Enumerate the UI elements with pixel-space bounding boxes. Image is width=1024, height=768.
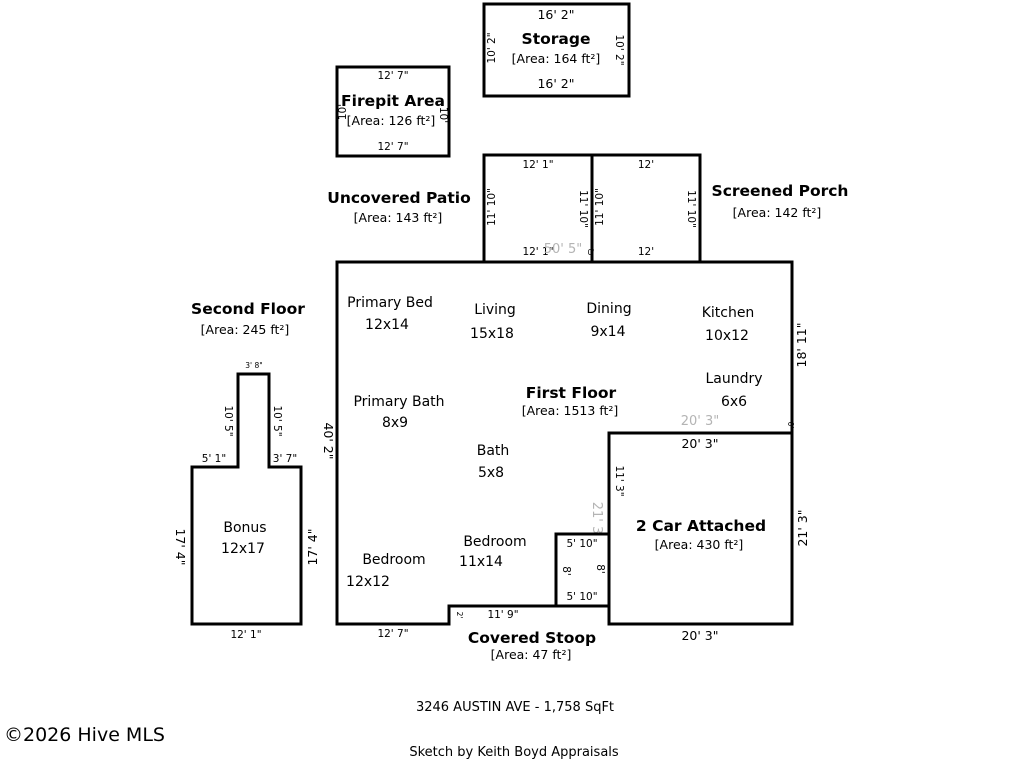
address-caption: 3246 AUSTIN AVE - 1,758 SqFt [416,700,614,715]
garage-dim-left: 11' 3" [613,465,625,496]
first-floor-name: First Floor [526,384,617,402]
patio-dim-right: 11' 10" [577,190,589,228]
second-floor-name: Second Floor [191,300,305,318]
storage-dim-bottom: 16' 2" [537,76,574,91]
stoop-area: [Area: 47 ft²] [491,647,572,662]
firepit-dim-top: 12' 7" [377,70,408,82]
second-floor-dim-bottom: 12' 1" [230,629,261,641]
room-kitchen-size: 10x12 [705,328,749,344]
room-living-label: Living [474,302,516,318]
first-floor-dim-tiny-c: 0' [588,248,595,257]
second-floor-dim-top: 3' 8" [245,361,262,370]
garage-area: [Area: 430 ft²] [655,537,744,552]
first-floor-dim-inner-h: 20' 3" [681,414,720,429]
garage-dim-top: 20' 3" [681,436,718,451]
storage-dim-left: 10' 2" [486,32,498,63]
second-floor-area: [Area: 245 ft²] [201,322,290,337]
first-floor-dim-tiny-z: 2' [455,612,464,619]
patio-name: Uncovered Patio [327,189,471,207]
stoop-outline [554,532,611,608]
room-kitchen-label: Kitchen [702,305,755,321]
porch-area: [Area: 142 ft²] [733,205,822,220]
room-primary-bed-label: Primary Bed [347,295,433,311]
storage-dim-right: 10' 2" [613,34,625,65]
mls-watermark: ©2026 Hive MLS [4,724,165,746]
patio-porch-block: 12' 1" 12' 1" 11' 10" 11' 10" 12' 12' 11… [482,153,702,264]
garage: 20' 3" 20' 3" 21' 3" 11' 3" 2 Car Attach… [607,431,810,643]
first-floor-dim-inner-v: 21' 3" [589,502,604,541]
stoop-dim-right: 8' [594,564,606,574]
first-floor-dim-bottom-left: 12' 7" [377,628,408,640]
patio-dim-bottom: 12' 1" [522,246,553,258]
firepit-dim-right: 10' [437,107,449,123]
storage-outline [482,2,631,98]
firepit-area-value: [Area: 126 ft²] [347,113,436,128]
credit-caption: Sketch by Keith Boyd Appraisals [409,745,619,760]
patio-area: [Area: 143 ft²] [354,210,443,225]
room-bedroom-2-size: 11x14 [459,554,503,570]
room-laundry-label: Laundry [705,371,762,387]
room-bath-size: 5x8 [478,465,504,481]
room-living-size: 15x18 [470,326,514,342]
bonus-label: Bonus [223,520,266,536]
second-floor-dim-ledge-right: 3' 7" [273,453,297,465]
storage-room: 16' 2" 16' 2" 10' 2" 10' 2" Storage [Are… [482,2,631,98]
stoop-dim-left: 8' [560,566,572,576]
storage-dim-top: 16' 2" [537,7,574,22]
first-floor-outline [335,260,794,626]
porch-dim-top: 12' [638,159,654,171]
first-floor-dim-tiny-c2: 0' [786,422,795,429]
stoop-dim-bottom: 5' 10" [566,591,597,603]
porch-dim-left: 11' 10" [594,188,606,226]
garage-name: 2 Car Attached [636,517,766,535]
porch-dim-bottom: 12' [638,246,654,258]
garage-dim-bottom: 20' 3" [681,628,718,643]
storage-name: Storage [522,30,591,48]
stoop-name: Covered Stoop [468,629,596,647]
second-floor-dim-step-right: 10' 5" [271,405,283,436]
room-primary-bath-size: 8x9 [382,415,408,431]
room-laundry-size: 6x6 [721,394,747,410]
room-primary-bed-size: 12x14 [365,317,409,333]
covered-stoop: 5' 10" 5' 10" 8' 8' Covered Stoop [Area:… [468,532,611,662]
patio-dim-left: 11' 10" [486,188,498,226]
second-floor: Second Floor [Area: 245 ft²] 3' 8" 10' 5… [173,300,320,641]
second-floor-dim-right: 17' 4" [305,528,320,565]
firepit-name: Firepit Area [341,92,445,110]
first-floor-dim-top: 50' 5" [544,242,583,257]
room-dining-size: 9x14 [590,324,625,340]
porch-dim-right: 11' 10" [685,190,697,228]
room-bedroom-3-size: 12x12 [346,574,390,590]
bonus-size: 12x17 [221,541,265,557]
room-primary-bath-label: Primary Bath [353,394,444,410]
storage-area: [Area: 164 ft²] [512,51,601,66]
firepit-outline [335,65,451,158]
first-floor-dim-left: 40' 2" [321,422,336,459]
first-floor-area: [Area: 1513 ft²] [522,403,619,418]
firepit-dim-left: 10' [337,104,349,120]
room-dining-label: Dining [586,301,631,317]
second-floor-dim-ledge-left: 5' 1" [202,453,226,465]
first-floor-dim-right-upper: 18' 11" [794,323,809,368]
patio-dim-top: 12' 1" [522,159,553,171]
first-floor: 40' 2" 18' 11" 12' 7" 11' 9" 2' 20' 3" 2… [321,260,809,640]
firepit-dim-bottom: 12' 7" [377,141,408,153]
second-floor-dim-left: 17' 4" [173,528,188,565]
first-floor-dim-notch: 11' 9" [487,609,518,621]
room-bedroom-3-label: Bedroom [362,552,425,568]
second-floor-dim-step-left: 10' 5" [222,405,234,436]
second-floor-outline [190,372,303,626]
porch-name: Screened Porch [712,182,849,200]
garage-outline [607,431,794,626]
room-bath-label: Bath [477,443,510,459]
firepit-area: 12' 7" 12' 7" 10' 10' Firepit Area [Area… [335,65,451,158]
garage-dim-right: 21' 3" [795,509,810,546]
room-bedroom-2-label: Bedroom [463,534,526,550]
stoop-dim-top: 5' 10" [566,538,597,550]
